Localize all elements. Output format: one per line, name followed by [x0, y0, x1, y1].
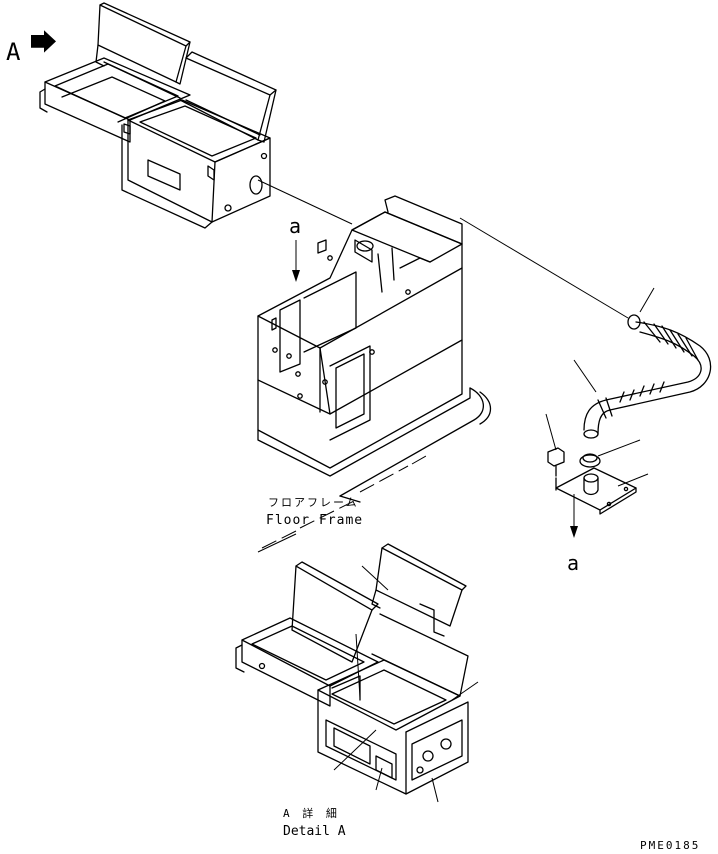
detail-jp-label: A 詳 細: [283, 807, 340, 820]
floor-frame-jp-label: フロアフレーム: [268, 496, 359, 509]
section-arrow-top: [292, 240, 300, 282]
top-box-assembly: [39, 2, 277, 229]
section-marker-top-label: a: [289, 214, 302, 238]
detail-en-label: Detail A: [283, 824, 346, 839]
floor-frame-en-label: Floor Frame: [266, 513, 364, 528]
view-arrow-icon: [31, 30, 56, 53]
detail-a-assembly: [235, 543, 469, 795]
section-arrow-bottom: [570, 494, 578, 538]
hose-assembly: [547, 314, 712, 515]
view-marker-label: A: [6, 38, 21, 66]
drawing-code-label: PME0185: [640, 839, 701, 852]
section-marker-bottom-label: a: [567, 551, 580, 575]
floor-frame: [257, 195, 492, 503]
